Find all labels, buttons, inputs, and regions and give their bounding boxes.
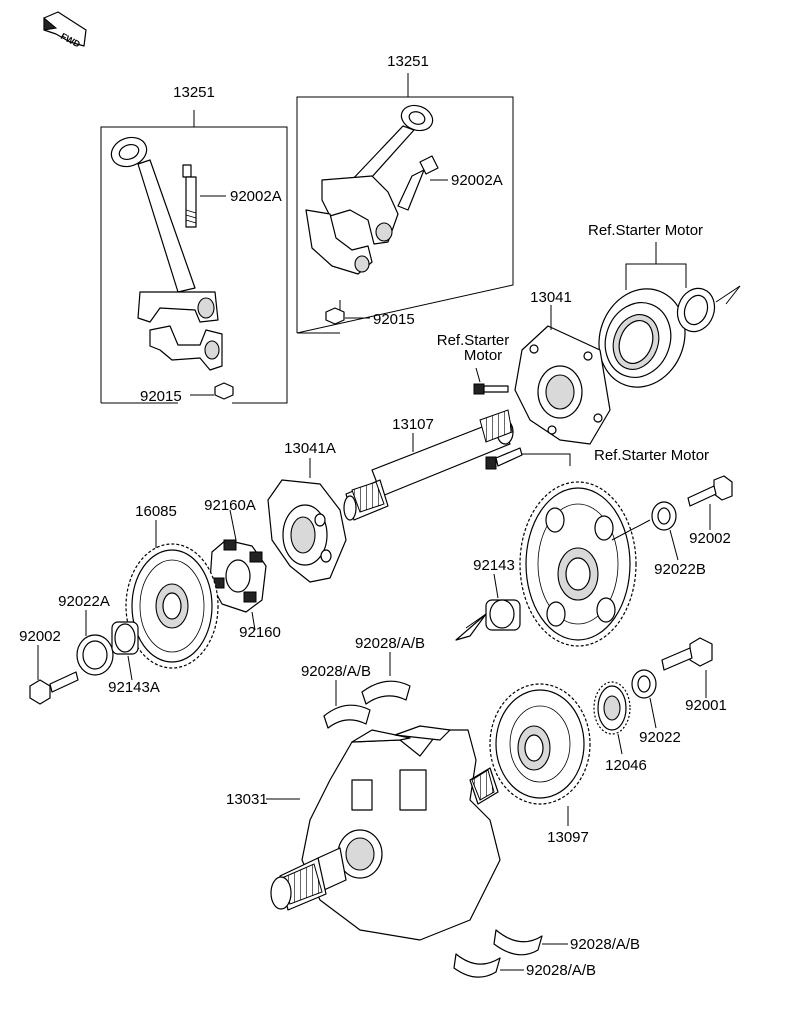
- starter-clutch-13041a: [267, 479, 347, 583]
- connecting-rod-right: [305, 104, 448, 325]
- callout-92028-upper-2: 92028/A/B: [301, 663, 371, 680]
- ref-starter-motor-top: Ref.Starter Motor: [588, 222, 703, 239]
- callout-92143a: 92143A: [108, 679, 160, 696]
- callout-92001: 92001: [685, 697, 727, 714]
- callout-92028-lower-1: 92028/A/B: [570, 936, 640, 953]
- starter-idle-shaft-13107: [343, 409, 514, 521]
- collar-92022a: [76, 634, 114, 676]
- callout-92143: 92143: [473, 557, 515, 574]
- ref-starter-line2: Motor: [464, 347, 502, 364]
- washer-92022b: [651, 501, 677, 531]
- gear-13097: [489, 683, 591, 805]
- starter-bolt-upper: [473, 383, 509, 395]
- callout-92160: 92160: [239, 624, 281, 641]
- callout-92028-upper-1: 92028/A/B: [355, 635, 425, 652]
- callout-13107: 13107: [392, 416, 434, 433]
- callout-13041a: 13041A: [284, 440, 336, 457]
- starter-clutch-13041: [514, 325, 611, 445]
- connecting-rod-left: [110, 136, 234, 400]
- starter-clutch-housing: [598, 288, 686, 388]
- bearing-shell-upper-b: [361, 680, 411, 705]
- crankshaft-13031: [270, 725, 501, 941]
- callout-92022: 92022: [639, 729, 681, 746]
- callout-92015-left: 92015: [140, 388, 182, 405]
- callout-92022a: 92022A: [58, 593, 110, 610]
- callout-92002-right: 92002: [689, 530, 731, 547]
- callout-16085: 16085: [135, 503, 177, 520]
- callout-92015-right: 92015: [373, 311, 415, 328]
- bush-92143: [485, 599, 521, 631]
- callout-13041: 13041: [530, 289, 572, 306]
- callout-92002-left: 92002: [19, 628, 61, 645]
- oil-seal-ring: [676, 287, 716, 333]
- damper-92160: [209, 539, 267, 613]
- callout-13251-left: 13251: [173, 84, 215, 101]
- bearing-shell-lower-b: [453, 953, 501, 978]
- gear-16085: [125, 543, 219, 669]
- starter-bolt-lower: [485, 447, 523, 470]
- ref-starter-line1: Ref.Starter: [437, 332, 510, 349]
- bearing-shell-upper-a: [323, 704, 371, 729]
- bolt-92002-right: [687, 475, 733, 507]
- callout-92002a-left: 92002A: [230, 188, 282, 205]
- callout-92022b: 92022B: [654, 561, 706, 578]
- conrod-right-group: 13251 92002A 92015: [296, 53, 514, 334]
- callout-92160a: 92160A: [204, 497, 256, 514]
- callout-92028-lower-2: 92028/A/B: [526, 962, 596, 979]
- bolt-92002-left: [29, 671, 79, 705]
- starter-gear-large: [519, 481, 637, 647]
- gear-12046: [593, 681, 631, 735]
- callout-92002a-right: 92002A: [451, 172, 503, 189]
- callout-13031: 13031: [226, 791, 268, 808]
- washer-92022: [631, 669, 657, 699]
- ref-starter-motor-mid: Ref.Starter Motor: [594, 447, 709, 464]
- starter-clutch-group: Ref.Starter Motor 13041: [437, 222, 741, 470]
- callout-13251-right: 13251: [387, 53, 429, 70]
- bearing-shell-lower-a: [493, 929, 543, 956]
- callout-13097: 13097: [547, 829, 589, 846]
- callout-12046: 12046: [605, 757, 647, 774]
- conrod-left-group: 13251 92002A 92015: [100, 84, 288, 405]
- fwd-arrow-icon: FWD: [43, 11, 87, 50]
- bush-92143a: [111, 621, 139, 655]
- bolt-92001: [661, 637, 713, 671]
